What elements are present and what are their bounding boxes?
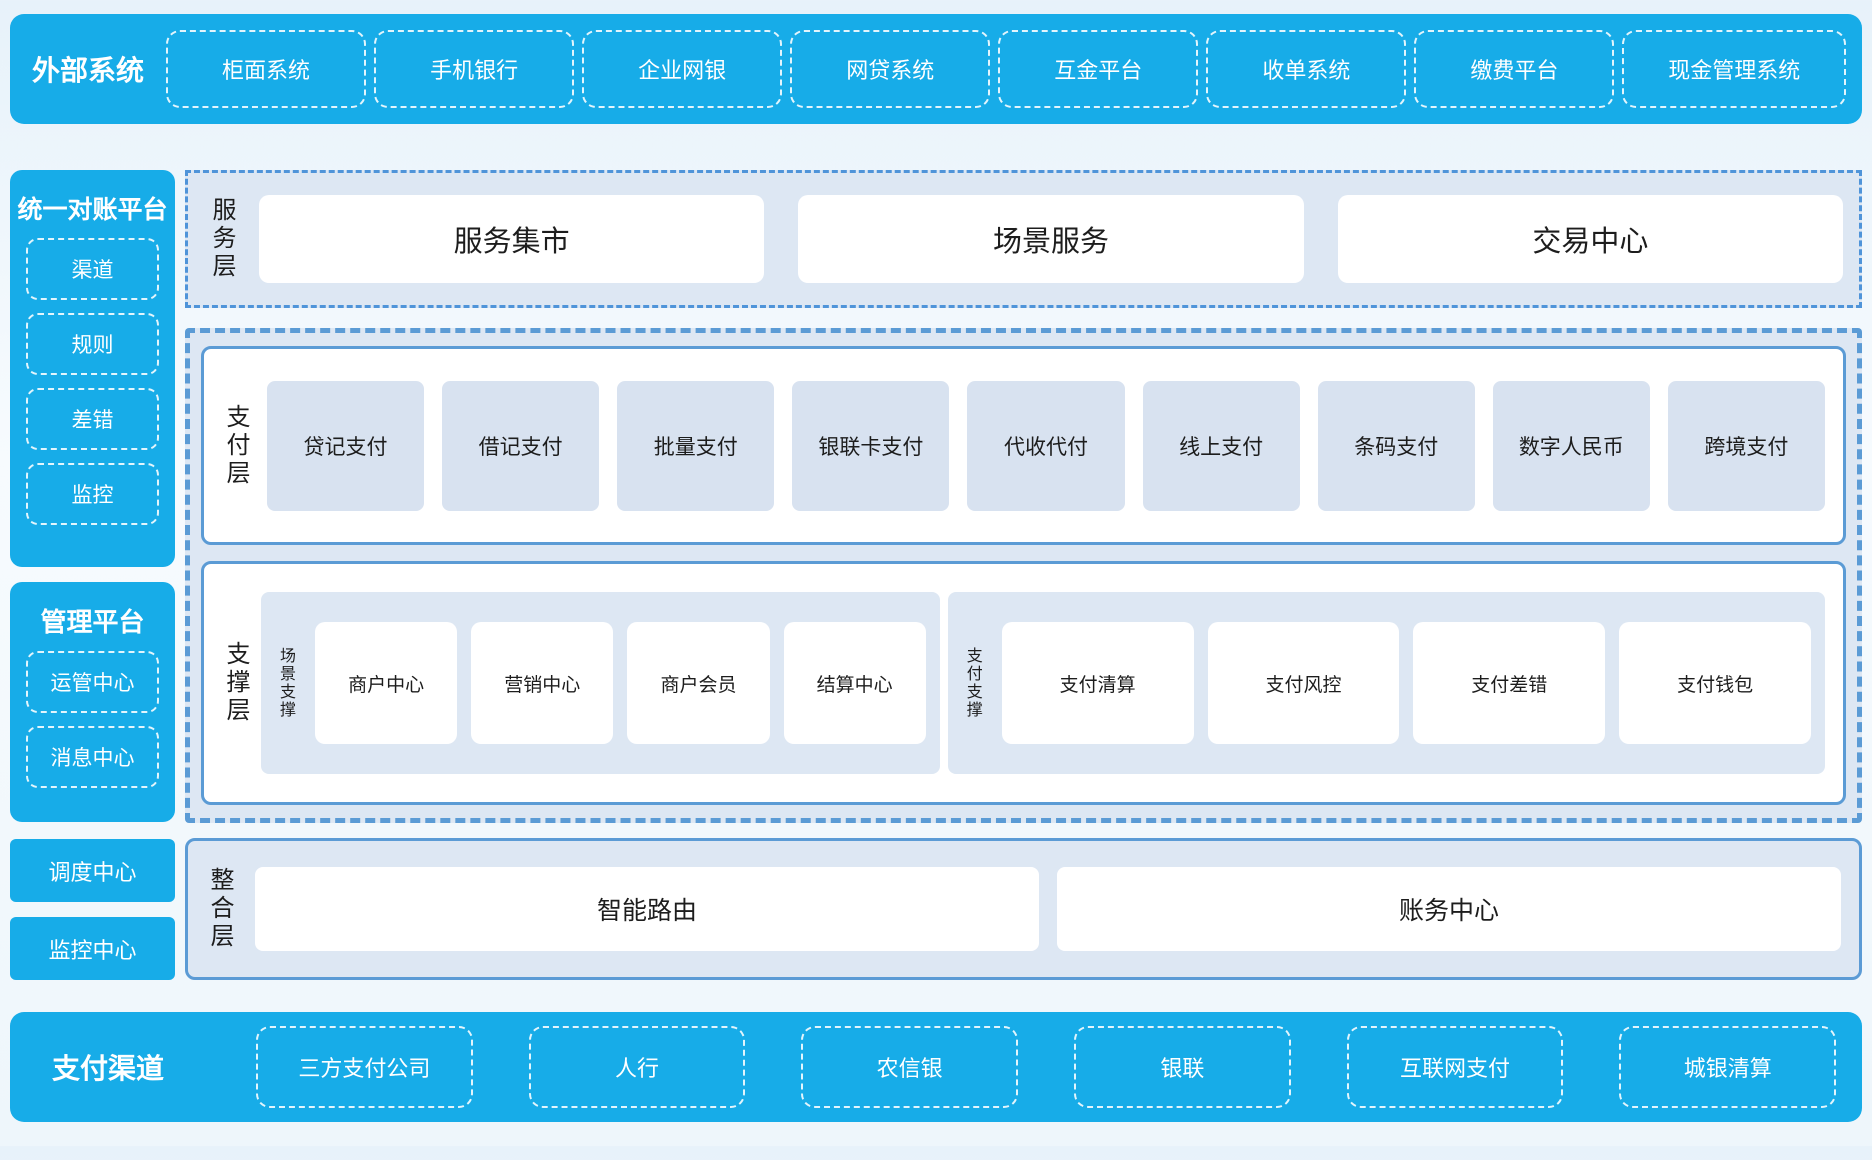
node-dispatch-center: 调度中心	[10, 839, 175, 902]
node-cash-management-system: 现金管理系统	[1622, 30, 1846, 108]
management-platform-title: 管理平台	[40, 602, 144, 639]
node-digital-rmb: 数字人民币	[1493, 381, 1650, 511]
node-unionpay: 银联	[1074, 1026, 1291, 1108]
layers-column: 服务层 服务集市 场景服务 交易中心 支付层 贷记支付 借记支付 批量支付 银联…	[185, 170, 1862, 980]
scene-support-label: 场景支撑	[273, 647, 297, 719]
recon-platform-title: 统一对账平台	[17, 190, 167, 226]
node-rural-credit-bank: 农信银	[801, 1026, 1018, 1108]
node-transaction-center: 交易中心	[1338, 195, 1843, 283]
integration-layer-label: 整合层	[202, 867, 237, 951]
node-internet-finance-platform: 互金平台	[998, 30, 1198, 108]
scene-support-group: 场景支撑 商户中心 营销中心 商户会员 结算中心	[261, 592, 940, 774]
service-layer: 服务层 服务集市 场景服务 交易中心	[185, 170, 1862, 308]
node-debit-payment: 借记支付	[442, 381, 599, 511]
support-layer: 支撑层 场景支撑 商户中心 营销中心 商户会员 结算中心 支付支撑 支付清算	[201, 561, 1846, 805]
node-payment-clearing: 支付清算	[1002, 622, 1194, 744]
payment-support-container: 支付层 贷记支付 借记支付 批量支付 银联卡支付 代收代付 线上支付 条码支付 …	[185, 328, 1862, 823]
node-online-payment: 线上支付	[1143, 381, 1300, 511]
node-barcode-payment: 条码支付	[1318, 381, 1475, 511]
external-systems-title: 外部系统	[24, 49, 156, 89]
node-message-center: 消息中心	[26, 726, 159, 788]
node-rules: 规则	[26, 313, 159, 375]
node-accounting-center: 账务中心	[1057, 867, 1841, 951]
payment-support-group: 支付支撑 支付清算 支付风控 支付差错 支付钱包	[948, 592, 1825, 774]
architecture-diagram: 外部系统 柜面系统 手机银行 企业网银 网贷系统 互金平台 收单系统 缴费平台 …	[0, 14, 1872, 1160]
node-credit-payment: 贷记支付	[267, 381, 424, 511]
node-batch-payment: 批量支付	[617, 381, 774, 511]
node-scenario-service: 场景服务	[798, 195, 1303, 283]
payment-channels-bar: 支付渠道 三方支付公司 人行 农信银 银联 互联网支付 城银清算	[10, 1012, 1862, 1122]
node-counter-system: 柜面系统	[166, 30, 366, 108]
payment-support-label: 支付支撑	[960, 647, 984, 719]
node-smart-routing: 智能路由	[255, 867, 1039, 951]
middle-region: 统一对账平台 渠道 规则 差错 监控 管理平台 运管中心 消息中心 调度中心 监…	[10, 170, 1862, 980]
node-fee-payment-platform: 缴费平台	[1414, 30, 1614, 108]
node-payment-wallet: 支付钱包	[1619, 622, 1811, 744]
node-cross-border-payment: 跨境支付	[1668, 381, 1825, 511]
node-channel: 渠道	[26, 238, 159, 300]
node-monitor-center: 监控中心	[10, 917, 175, 980]
recon-platform-card: 统一对账平台 渠道 规则 差错 监控	[10, 170, 175, 567]
node-ops-management-center: 运管中心	[26, 651, 159, 713]
payment-layer-label: 支付层	[218, 404, 253, 488]
integration-layer: 整合层 智能路由 账务中心	[185, 838, 1862, 980]
node-payment-error: 支付差错	[1413, 622, 1605, 744]
node-settlement-center: 结算中心	[784, 622, 926, 744]
node-marketing-center: 营销中心	[471, 622, 613, 744]
service-layer-label: 服务层	[204, 197, 239, 281]
service-layer-items: 服务集市 场景服务 交易中心	[259, 195, 1843, 283]
node-pboc: 人行	[529, 1026, 746, 1108]
payment-layer: 支付层 贷记支付 借记支付 批量支付 银联卡支付 代收代付 线上支付 条码支付 …	[201, 346, 1846, 545]
node-collection-payment: 代收代付	[967, 381, 1124, 511]
support-layer-groups: 场景支撑 商户中心 营销中心 商户会员 结算中心 支付支撑 支付清算 支付风控 …	[261, 592, 1825, 774]
node-acquiring-system: 收单系统	[1206, 30, 1406, 108]
node-mobile-banking: 手机银行	[374, 30, 574, 108]
node-monitoring: 监控	[26, 463, 159, 525]
node-service-market: 服务集市	[259, 195, 764, 283]
payment-channels-title: 支付渠道	[24, 1047, 220, 1087]
left-sidebar: 统一对账平台 渠道 规则 差错 监控 管理平台 运管中心 消息中心 调度中心 监…	[10, 170, 175, 980]
node-payment-risk-control: 支付风控	[1208, 622, 1400, 744]
node-corporate-ebank: 企业网银	[582, 30, 782, 108]
node-merchant-member: 商户会员	[627, 622, 769, 744]
payment-layer-items: 贷记支付 借记支付 批量支付 银联卡支付 代收代付 线上支付 条码支付 数字人民…	[267, 381, 1825, 511]
payment-channels-items: 三方支付公司 人行 农信银 银联 互联网支付 城银清算	[256, 1026, 1836, 1108]
node-errors: 差错	[26, 388, 159, 450]
node-online-loan-system: 网贷系统	[790, 30, 990, 108]
support-layer-label: 支撑层	[218, 641, 253, 725]
management-platform-card: 管理平台 运管中心 消息中心	[10, 582, 175, 822]
node-city-bank-clearing: 城银清算	[1619, 1026, 1836, 1108]
node-merchant-center: 商户中心	[315, 622, 457, 744]
node-unionpay-card-payment: 银联卡支付	[792, 381, 949, 511]
node-internet-payment: 互联网支付	[1347, 1026, 1564, 1108]
external-systems-bar: 外部系统 柜面系统 手机银行 企业网银 网贷系统 互金平台 收单系统 缴费平台 …	[10, 14, 1862, 124]
integration-layer-items: 智能路由 账务中心	[255, 867, 1841, 951]
node-third-party-payment-company: 三方支付公司	[256, 1026, 473, 1108]
external-systems-items: 柜面系统 手机银行 企业网银 网贷系统 互金平台 收单系统 缴费平台 现金管理系…	[166, 30, 1846, 108]
